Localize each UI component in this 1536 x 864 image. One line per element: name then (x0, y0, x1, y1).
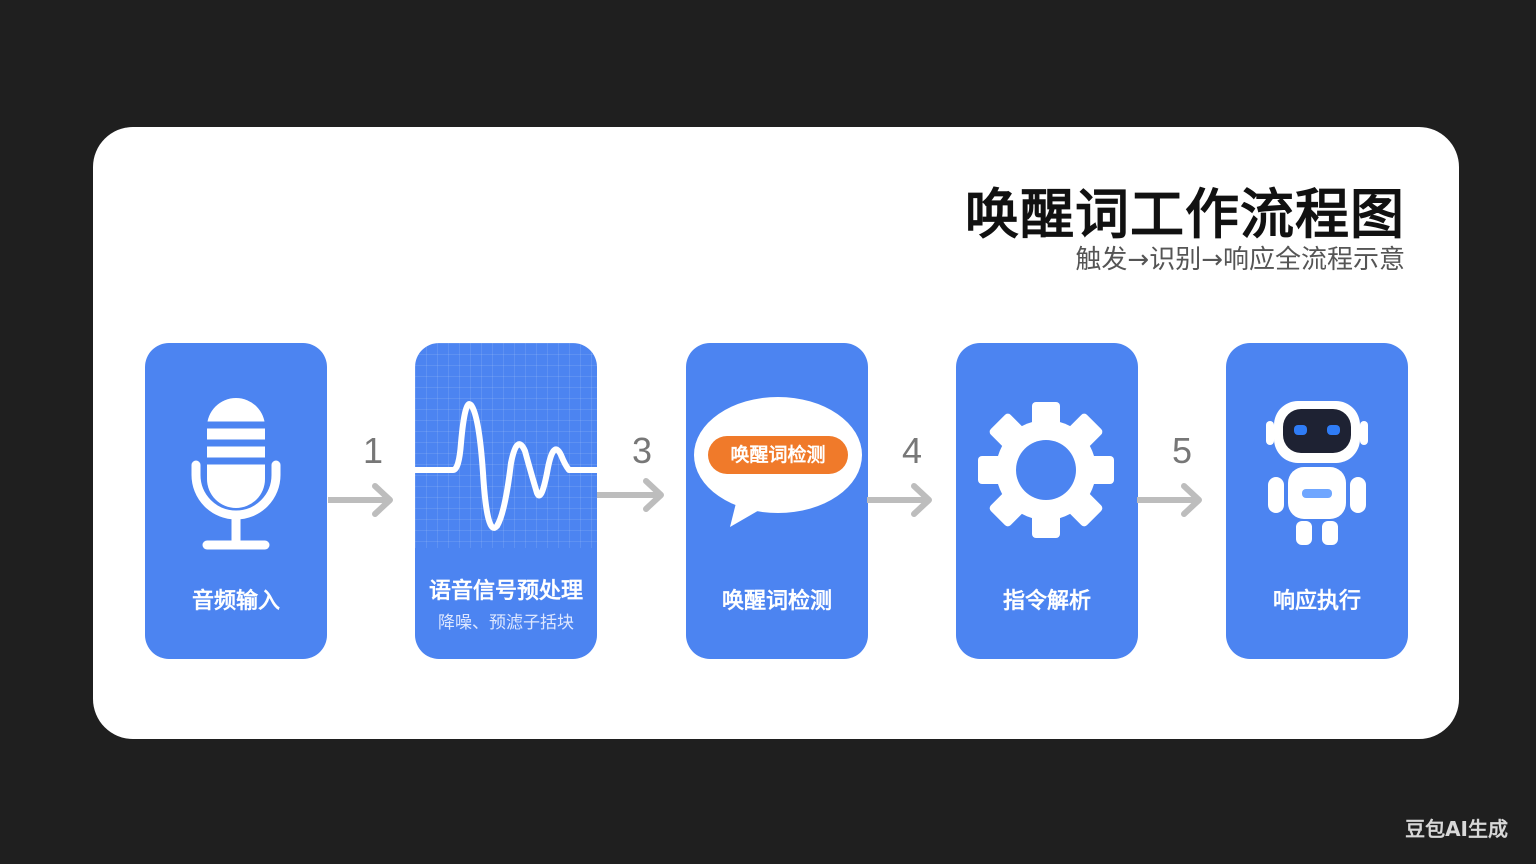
waveform-icon (415, 343, 597, 573)
connector-number: 5 (1171, 430, 1193, 471)
connector-number: 3 (631, 430, 653, 471)
step-audio-input: 音频输入 (145, 343, 327, 659)
bubble-pill-text: 唤醒词检测 (730, 444, 826, 466)
microphone-icon (145, 343, 327, 573)
connector-3: 3 (597, 430, 687, 520)
gear-icon (956, 343, 1138, 573)
speech-bubble-icon (686, 343, 868, 573)
arrow-right-icon (597, 478, 664, 512)
connector-4: 4 (867, 430, 957, 520)
step-command-parsing: 指令解析 (956, 343, 1138, 659)
step-wake-word-detection: 唤醒词检测 唤醒词检测 (686, 343, 868, 659)
step-response-execution: 响应执行 (1226, 343, 1408, 659)
watermark: 豆包AI生成 (1405, 817, 1508, 841)
arrow-right-icon (867, 483, 932, 517)
arrow-right-icon (328, 483, 393, 517)
arrow-right-icon (1137, 483, 1202, 517)
step-sublabel: 降噪、预滤子括块 (438, 613, 574, 633)
connector-1: 1 (328, 430, 418, 520)
diagram-subtitle: 触发→识别→响应全流程示意 (1075, 245, 1405, 275)
step-label: 唤醒词检测 (721, 589, 832, 614)
step-label: 响应执行 (1272, 589, 1361, 614)
diagram-title: 唤醒词工作流程图 (965, 183, 1405, 246)
grid-background (415, 343, 597, 548)
step-signal-preprocessing: 语音信号预处理 降噪、预滤子括块 (415, 343, 597, 659)
robot-icon (1226, 343, 1408, 573)
step-label: 指令解析 (1002, 589, 1091, 614)
step-label: 音频输入 (191, 589, 280, 614)
step-label: 语音信号预处理 (428, 579, 583, 604)
connector-number: 4 (901, 430, 923, 471)
connector-5: 5 (1137, 430, 1227, 520)
connector-number: 1 (362, 430, 384, 471)
